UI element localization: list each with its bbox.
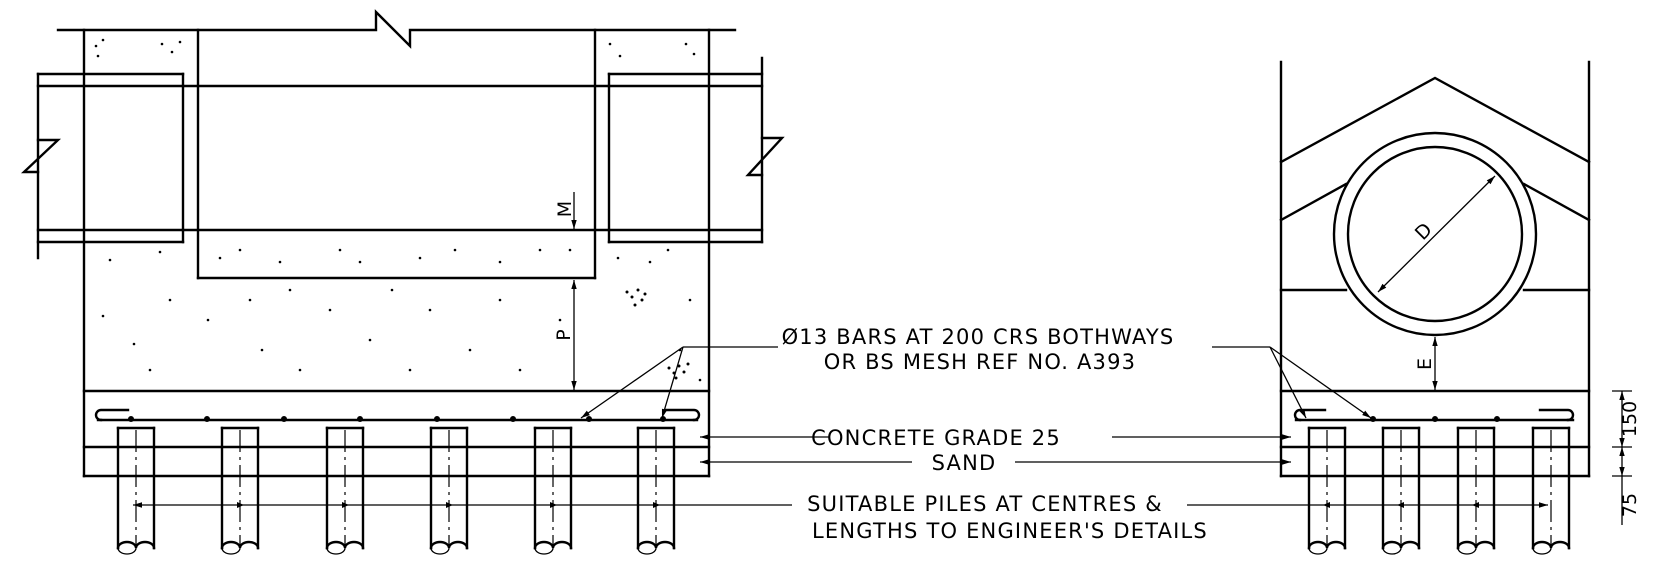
dim-label-e: E bbox=[1414, 358, 1436, 370]
piles-note-line1: SUITABLE PILES AT CENTRES & bbox=[807, 492, 1163, 516]
concrete-note: CONCRETE GRADE 25 bbox=[700, 426, 1291, 450]
benching-left-slope bbox=[1279, 182, 1348, 222]
bars-note-line1: Ø13 BARS AT 200 CRS BOTHWAYS bbox=[782, 325, 1175, 349]
left-piles bbox=[116, 426, 676, 555]
reinforcement-bar bbox=[94, 408, 701, 422]
dim-label-150: 150 bbox=[1619, 401, 1641, 437]
dim-label-p: P bbox=[553, 329, 575, 340]
pile bbox=[1307, 426, 1347, 555]
sand-label: SAND bbox=[932, 451, 997, 475]
pile bbox=[429, 426, 469, 555]
dimension-e: E bbox=[1414, 337, 1438, 390]
pile bbox=[220, 426, 260, 555]
top-break-line bbox=[56, 9, 737, 49]
piles-note: SUITABLE PILES AT CENTRES & LENGTHS TO E… bbox=[133, 492, 1548, 543]
slab-dimension: 150 bbox=[1612, 390, 1641, 448]
benching-right-slope bbox=[1522, 182, 1591, 222]
sand-dimension: 75 bbox=[1612, 447, 1641, 525]
pipe-outer-circle bbox=[1332, 131, 1538, 337]
concrete-stipple bbox=[94, 38, 702, 382]
bars-note-line2: OR BS MESH REF NO. A393 bbox=[824, 350, 1136, 374]
concrete-label: CONCRETE GRADE 25 bbox=[811, 426, 1061, 450]
dimension-m: M bbox=[554, 192, 577, 229]
pipe-inner-circle bbox=[1346, 145, 1524, 323]
pile bbox=[533, 426, 573, 555]
right-pipe bbox=[607, 56, 785, 244]
sand-note: SAND bbox=[700, 451, 1291, 475]
cross-piles bbox=[1307, 426, 1571, 555]
dimension-d: D bbox=[1377, 175, 1496, 293]
pile bbox=[1531, 426, 1571, 555]
rebar-section-dots bbox=[128, 416, 666, 422]
pile bbox=[1456, 426, 1496, 555]
pile bbox=[636, 426, 676, 555]
piles-note-line2: LENGTHS TO ENGINEER'S DETAILS bbox=[812, 519, 1208, 543]
pile bbox=[325, 426, 365, 555]
pile-leader-ticks bbox=[237, 502, 1479, 508]
dimension-p: P bbox=[553, 280, 577, 390]
dim-label-m: M bbox=[554, 201, 576, 217]
benching-top bbox=[1279, 76, 1591, 164]
dim-label-75: 75 bbox=[1619, 493, 1641, 517]
dim-label-d: D bbox=[1411, 219, 1437, 245]
pile bbox=[116, 426, 156, 555]
left-pipe bbox=[20, 72, 185, 260]
cross-section: D E bbox=[1279, 60, 1641, 555]
cross-reinforcement-bar bbox=[1293, 408, 1575, 422]
longitudinal-section: M P bbox=[20, 9, 785, 555]
pile bbox=[1381, 426, 1421, 555]
bars-note: Ø13 BARS AT 200 CRS BOTHWAYS OR BS MESH … bbox=[580, 325, 1372, 419]
